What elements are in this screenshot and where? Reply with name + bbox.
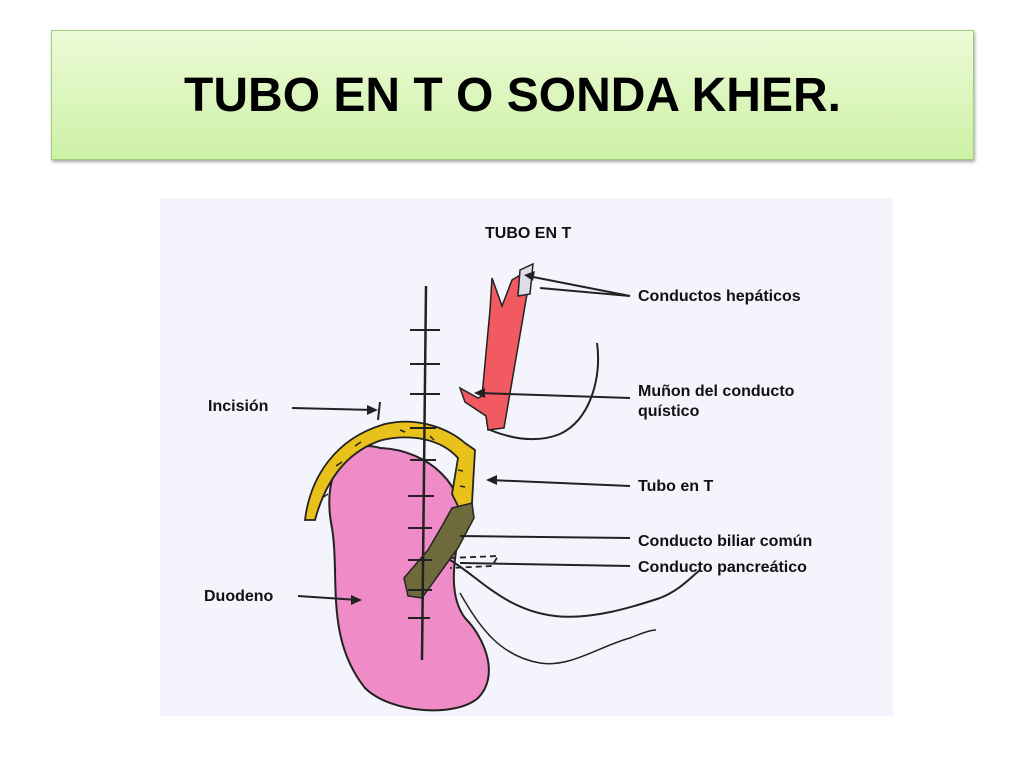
incision-line — [420, 285, 428, 661]
label-tubo-en-t: Tubo en T — [638, 478, 713, 495]
label-conducto-biliar-comun: Conducto biliar común — [638, 533, 812, 550]
t-tube-texture — [321, 429, 466, 499]
title-box: TUBO EN T O SONDA KHER. — [51, 30, 974, 160]
label-conducto-pancreatico: Conducto pancreático — [638, 559, 807, 576]
slide-title: TUBO EN T O SONDA KHER. — [184, 68, 841, 122]
leader-arrowheads — [351, 271, 535, 605]
diagram-svg: TUBO EN T Conductos hepáticos Muñon del … — [160, 198, 893, 716]
t-tube-diagram: TUBO EN T Conductos hepáticos Muñon del … — [160, 198, 893, 716]
label-munon-line2: quístico — [638, 403, 700, 420]
liver-outline — [489, 342, 600, 441]
pancreatic-duct — [449, 555, 500, 569]
label-tubo-en-t-heading: TUBO EN T — [485, 225, 571, 242]
pancreas-outline — [449, 559, 701, 618]
hepatic-duct — [458, 266, 534, 431]
label-conductos-hepaticos: Conductos hepáticos — [638, 288, 801, 305]
incision-nick — [377, 401, 381, 421]
label-munon-line1: Muñon del conducto — [638, 383, 795, 400]
label-incision: Incisión — [208, 398, 268, 415]
incision-stitches — [408, 329, 440, 619]
label-duodeno: Duodeno — [204, 588, 274, 605]
hepatic-duct-tip — [517, 262, 534, 297]
pancreas-lower-outline — [459, 592, 657, 665]
leader-lines — [291, 275, 631, 601]
